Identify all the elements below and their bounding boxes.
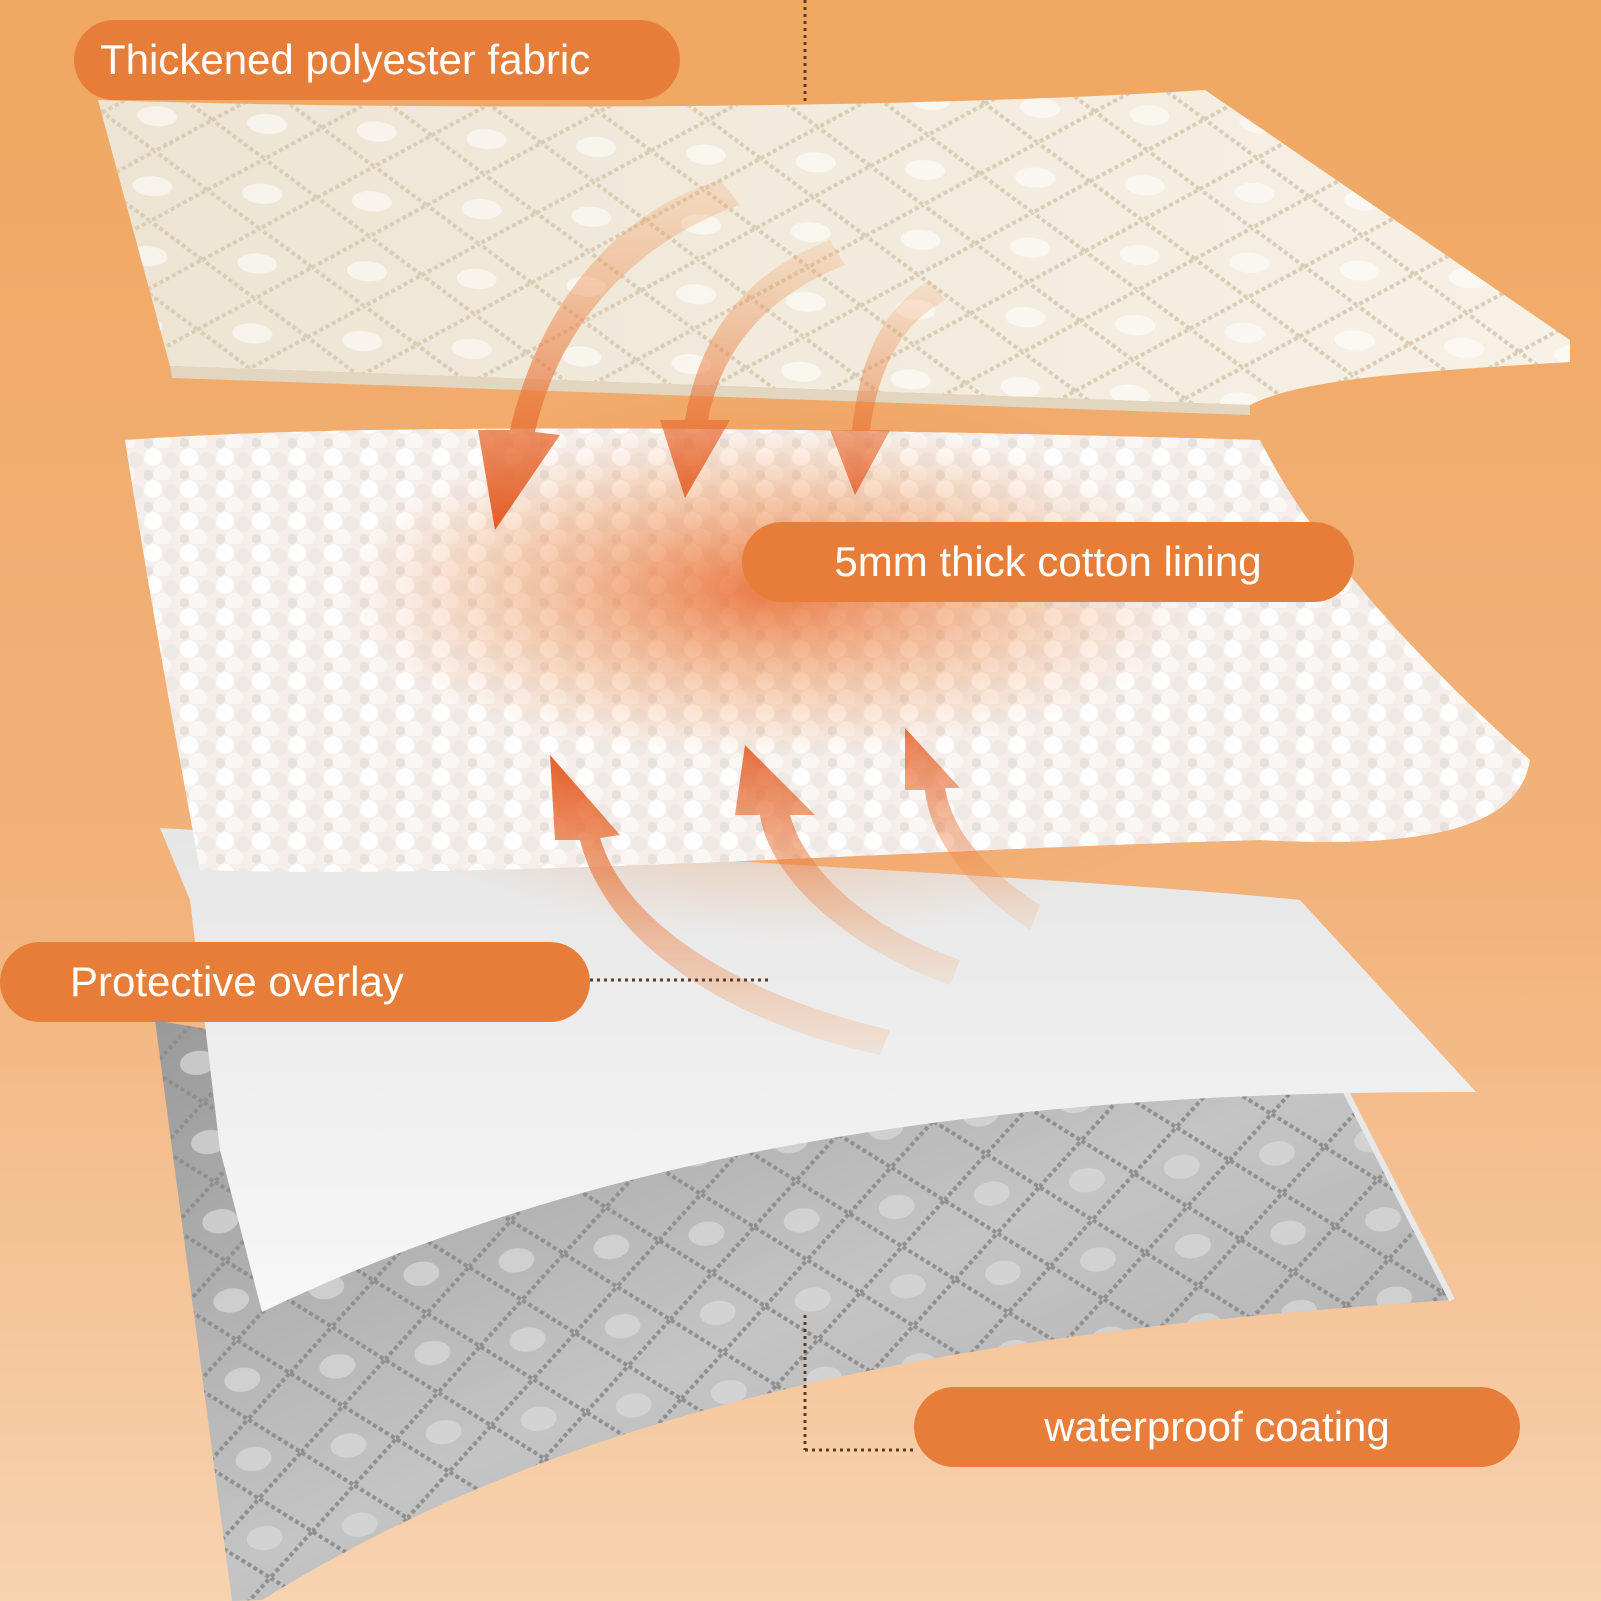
label-waterproof-coating: waterproof coating xyxy=(914,1387,1520,1467)
label-polyester-fabric: Thickened polyester fabric xyxy=(74,20,680,100)
heat-arrows-down xyxy=(478,180,945,530)
label-protective-overlay: Protective overlay xyxy=(0,942,590,1022)
heat-arrows-up xyxy=(550,728,1040,1055)
label-cotton-lining: 5mm thick cotton lining xyxy=(742,522,1354,602)
